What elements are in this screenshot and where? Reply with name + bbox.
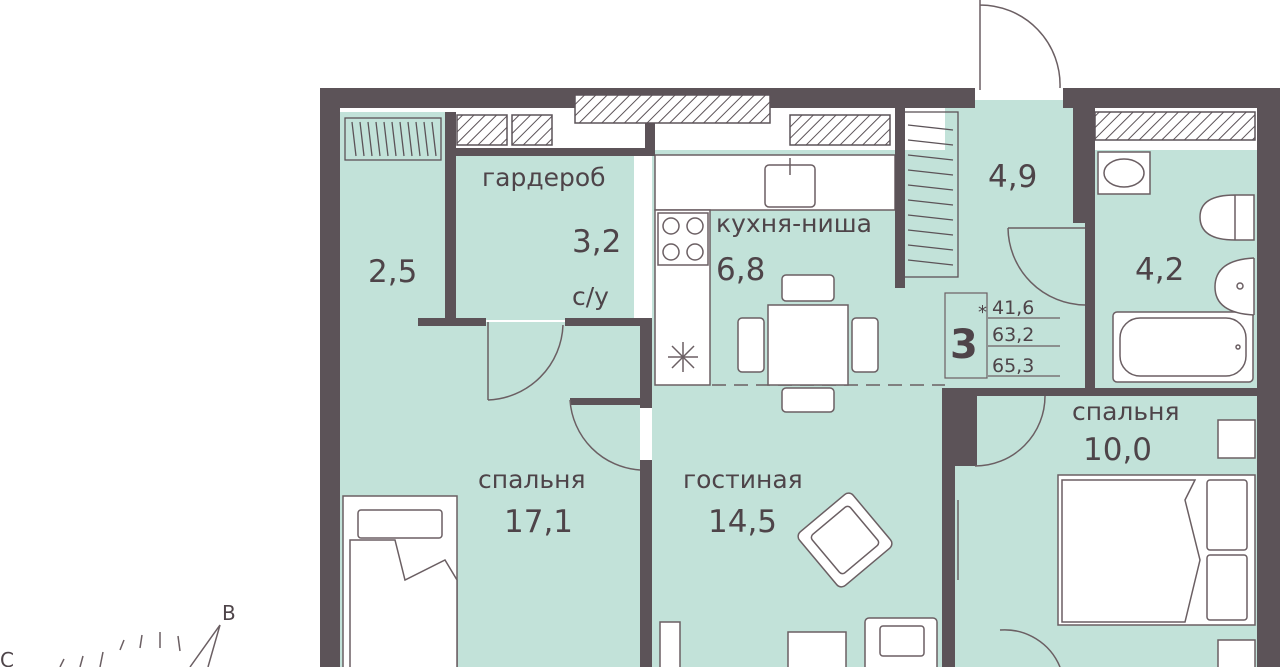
walls (320, 88, 1280, 667)
wardrobe-floor (456, 152, 634, 320)
hall-wardrobe (902, 111, 959, 278)
balcony-area: 2,5 (368, 254, 417, 290)
window-1 (574, 94, 771, 124)
wc-name: с/у (572, 282, 609, 311)
wall-bed-living-mid (570, 398, 650, 405)
area-total: 63,2 (992, 324, 1034, 346)
wardrobe-name: гардероб (482, 163, 606, 192)
wall-balcony-right (445, 112, 456, 322)
wall-kitchen-top (645, 108, 655, 154)
hall-floor (945, 100, 1085, 390)
bed-right (1057, 419, 1256, 667)
bath-fixtures (1097, 151, 1255, 383)
bedroom-left-area: 17,1 (504, 504, 573, 540)
area-living: 41,6 (992, 297, 1034, 319)
area-with-balcony: 65,3 (992, 355, 1034, 377)
bath-door (1007, 227, 1086, 306)
room-labels: 2,5 гардероб 3,2 с/у кухня-ниша 6,8 4,9 … (368, 159, 1184, 540)
bedroom-right-area: 10,0 (1083, 432, 1152, 468)
compass-north-label: С (0, 648, 14, 667)
bedroom-right-door-2 (999, 629, 1061, 667)
windows (456, 94, 1256, 146)
washbasin (1214, 257, 1255, 316)
bathroom-area: 4,2 (1135, 252, 1184, 288)
doors (487, 0, 1086, 667)
bedroom-left-name: спальня (478, 465, 586, 494)
window-4 (789, 114, 891, 146)
kitchen-area: 6,8 (716, 252, 765, 288)
wall-pillar-center (895, 108, 905, 288)
compass-icon (59, 624, 221, 667)
bed-left (342, 495, 458, 667)
wall-bed-living (640, 460, 652, 667)
window-2 (456, 114, 508, 146)
apartment-info-text: 3 * 41,6 63,2 65,3 (950, 297, 1034, 377)
living-furniture (659, 617, 938, 667)
outer-wall-top-right (1063, 88, 1280, 108)
bedroom-right-name: спальня (1072, 397, 1180, 426)
wall-bath-left (1085, 222, 1095, 392)
bedroom-right-door (974, 395, 1046, 467)
living-door (569, 399, 641, 471)
balcony-radiator (344, 117, 442, 161)
window-5 (1094, 111, 1256, 141)
wall-wardrobe-top (445, 148, 655, 156)
wall-bedroom-right-left (955, 388, 977, 466)
living-name: гостиная (683, 465, 803, 494)
hall-area: 4,9 (988, 159, 1037, 195)
wall-bed-top-right (565, 318, 645, 326)
wardrobe-area: 3,2 (572, 224, 621, 260)
dining-table (737, 274, 879, 413)
apartment-info (944, 292, 1060, 379)
window-3 (511, 114, 553, 146)
stove (657, 212, 709, 266)
rooms-marker: * (978, 302, 987, 323)
kitchen-name: кухня-ниша (716, 209, 872, 238)
wall-bath-bottom (945, 388, 1280, 396)
outer-wall-left (320, 88, 340, 667)
balcony-floor (340, 112, 448, 322)
compass-east-label: В (222, 601, 236, 625)
wall-bed-top-left (418, 318, 486, 326)
wall-hall-right (1073, 88, 1095, 223)
armchair (797, 492, 893, 588)
entry-door (979, 0, 1061, 90)
wall-wardrobe-right (640, 318, 652, 408)
rooms-count: 3 (950, 322, 978, 368)
wardrobe-door (487, 322, 564, 401)
vent-icon (668, 342, 698, 372)
outer-wall-right (1257, 88, 1280, 667)
wall-living-right (942, 388, 955, 667)
toilet (1199, 194, 1255, 241)
living-area: 14,5 (708, 504, 777, 540)
